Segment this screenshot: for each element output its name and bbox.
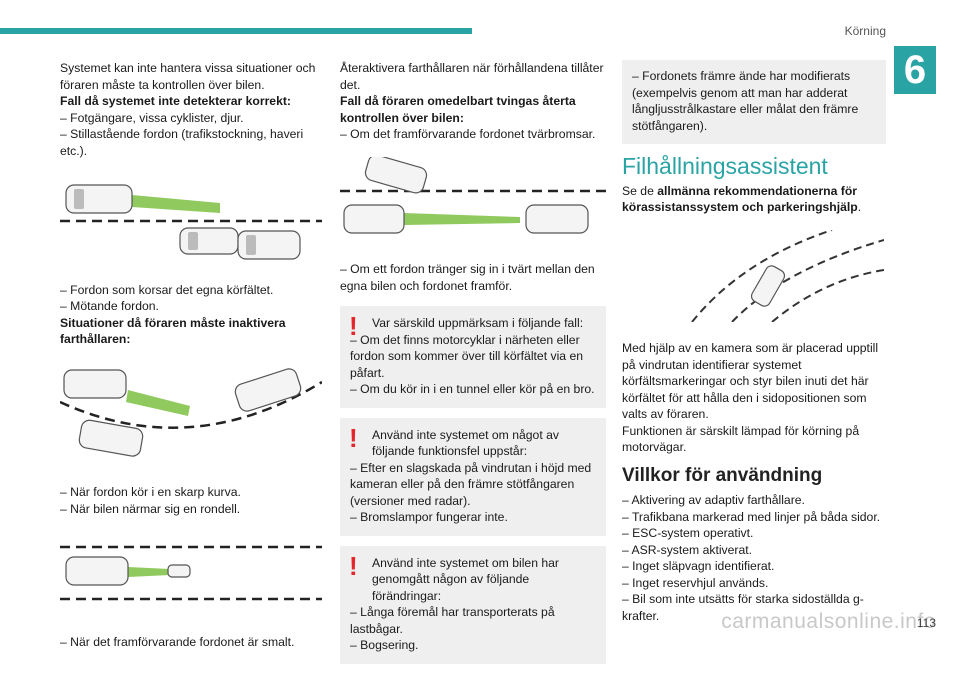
list-item: – ESC-system operativt. [622,526,754,540]
list-item: – Fotgängare, vissa cyklister, djur. [60,110,244,125]
paragraph: Med hjälp av en kamera som är placerad u… [622,341,879,421]
column-2: Återaktivera farthållaren när förhålland… [340,60,606,674]
list-item: – Om det framförvarande fordonet tvärbro… [340,127,596,141]
paragraph: Systemet kan inte hantera vissa situatio… [60,61,316,92]
chapter-number: 6 [894,46,936,94]
page-number: 113 [916,616,936,630]
exclamation-icon: ! [349,550,358,581]
subheading: Fall då systemet inte detekterar korrekt… [60,94,291,108]
warning-box: ! Använd inte systemet om något av följa… [340,417,606,536]
paragraph: Funktionen är särskilt lämpad för körnin… [622,423,860,455]
list-item: – Mötande fordon. [60,299,159,313]
list-item: – Trafikbana markerad med linjer på båda… [622,509,881,524]
list-item: – Aktivering av adaptiv farthållare. [622,493,805,507]
list-item: – Inget släpvagn identifierat. [622,559,775,573]
list-item: – ASR-system aktiverat. [622,542,753,557]
illustration-sharp-curve [59,361,323,466]
list-item: – Stillastående fordon (trafikstockning,… [60,127,304,158]
warning-box: ! Var särskild uppmärksam i följande fal… [340,306,606,408]
list-item: – Bil som inte utsätts för starka sidost… [622,592,864,623]
list-item: – När bilen närmar sig en rondell. [60,501,241,516]
illustration-narrow-vehicle [60,531,322,615]
subheading: Fall då föraren omedelbart tvingas återt… [340,94,576,125]
list-item: – Om ett fordon tränger sig in i tvärt m… [340,262,595,293]
warning-box: ! Använd inte systemet om bilen har geno… [340,545,606,664]
paragraph: Återaktivera farthållaren när förhålland… [340,61,604,92]
column-3: – Fordonets främre ände har modifierats … [622,60,886,624]
exclamation-icon: ! [349,422,358,453]
subheading: Situationer då föraren måste inaktivera … [60,315,286,347]
see-reference: Se de allmänna rekommendationerna för kö… [622,183,862,215]
list-item: – Inget reservhjul används. [622,575,769,590]
subsection-heading: Villkor för användning [622,464,823,486]
exclamation-icon: ! [349,311,358,341]
column-1: Systemet kan inte hantera vissa situatio… [59,60,323,650]
list-item: – När fordon kör i en skarp kurva. [60,485,241,499]
section-title: Körning [844,24,886,38]
watermark: carmanualsonline.info [721,610,936,633]
list-item: – Fordon som korsar det egna körfältet. [60,282,274,297]
header-accent-bar [0,28,472,34]
illustration-lane-keeping [622,228,885,323]
info-box: – Fordonets främre ände har modifierats … [622,60,886,144]
illustration-sudden-braking [340,154,606,243]
section-heading: Filhållningsassistent [622,153,828,179]
illustration-pedestrian-detection [60,173,322,263]
list-item: – När det framförvarande fordonet är sma… [60,634,295,649]
